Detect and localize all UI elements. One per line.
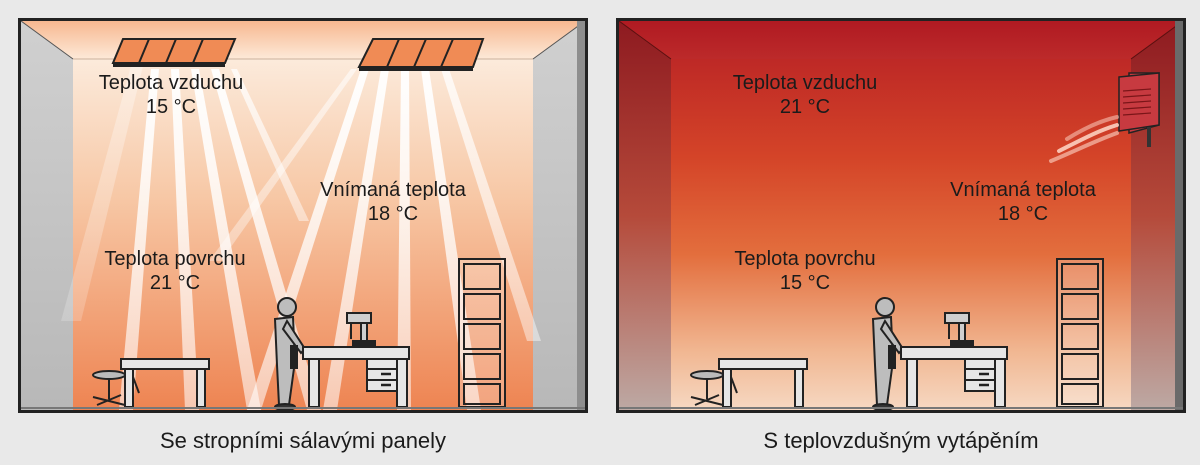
worker-figure <box>871 297 905 410</box>
air-temperature-value: 21 °C <box>779 96 831 118</box>
drill-press <box>346 312 376 348</box>
surface-temperature-value: 21 °C <box>149 272 201 294</box>
ceiling-radiant-panel <box>111 38 237 67</box>
worker-figure <box>273 297 307 410</box>
perceived-temperature-label: Vnímaná teplota 18 °C <box>923 178 1123 226</box>
perceived-temperature-title: Vnímaná teplota <box>950 179 1096 201</box>
workbench <box>302 346 410 408</box>
perceived-temperature-value: 18 °C <box>367 203 419 225</box>
right-panel-caption: S teplovzdušným vytápěním <box>763 428 1039 453</box>
perceived-temperature-label: Vnímaná teplota 18 °C <box>293 178 493 226</box>
surface-temperature-value: 15 °C <box>779 272 831 294</box>
warm-air-heater-unit <box>1118 72 1160 147</box>
air-temperature-title: Teplota vzduchu <box>98 72 244 94</box>
radiant-room-illustration <box>21 21 585 410</box>
surface-temperature-title: Teplota povrchu <box>734 248 876 270</box>
left-wall <box>21 21 73 410</box>
shelving-unit <box>1056 258 1104 408</box>
left-wall <box>619 21 671 410</box>
air-temperature-label: Teplota vzduchu 15 °C <box>81 71 261 119</box>
perceived-temperature-title: Vnímaná teplota <box>320 179 466 201</box>
stool <box>92 370 126 406</box>
radiant-panel-scene: Teplota vzduchu 15 °C Vnímaná teplota 18… <box>18 18 588 413</box>
left-panel-caption: Se stropními sálavými panely <box>159 428 447 453</box>
right-wall <box>533 21 585 410</box>
warm-air-room-illustration <box>619 21 1183 410</box>
warm-air-scene: Teplota vzduchu 21 °C Vnímaná teplota 18… <box>616 18 1186 413</box>
perceived-temperature-value: 18 °C <box>997 203 1049 225</box>
surface-temperature-label: Teplota povrchu 15 °C <box>715 247 895 295</box>
drill-press <box>944 312 974 348</box>
air-temperature-label: Teplota vzduchu 21 °C <box>715 71 895 119</box>
surface-temperature-label: Teplota povrchu 21 °C <box>85 247 265 295</box>
surface-temperature-title: Teplota povrchu <box>104 248 246 270</box>
workbench <box>900 346 1008 408</box>
air-temperature-title: Teplota vzduchu <box>732 72 878 94</box>
ceiling-radiant-panel <box>357 38 485 71</box>
stool <box>690 370 724 406</box>
air-temperature-value: 15 °C <box>145 96 197 118</box>
shelving-unit <box>458 258 506 408</box>
warm-air-flow <box>1049 115 1119 163</box>
